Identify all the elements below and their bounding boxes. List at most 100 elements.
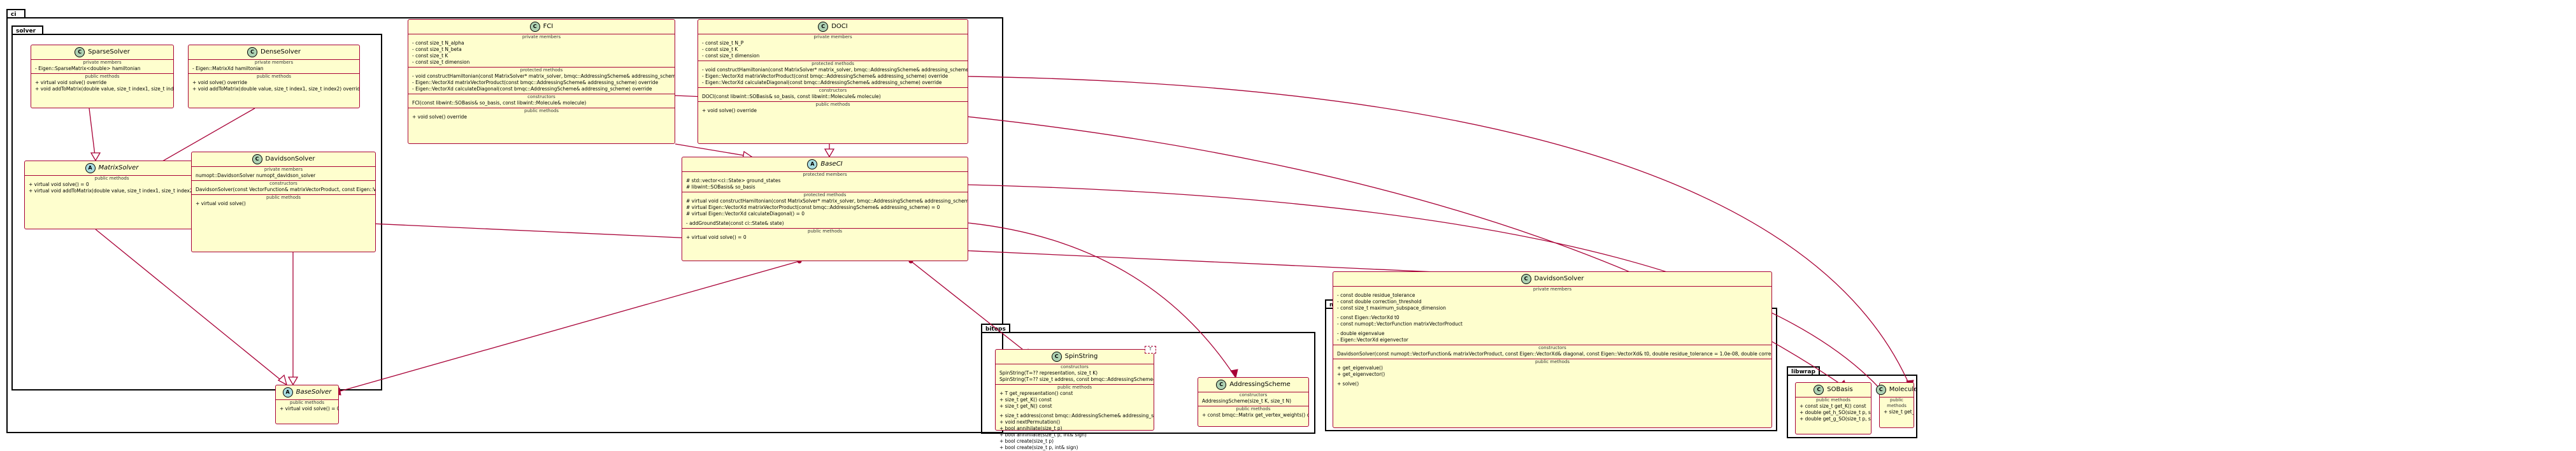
class-name: Molecule [1889, 386, 1918, 393]
section-separator: public methods [31, 73, 173, 80]
class-member: - const numopt::VectorFunction matrixVec… [1337, 321, 1463, 327]
section-separator: protected methods [682, 192, 968, 198]
class-icon: C [1875, 385, 1886, 395]
class-member: + void solve() override [702, 108, 757, 113]
class-member: + bool annihilate(size_t p) [999, 426, 1063, 431]
package-bitops [981, 332, 1315, 434]
class-member: + const size_t get_K() const [1800, 403, 1866, 409]
class-member: + size_t address(const bmqc::AddressingS… [999, 413, 1154, 419]
class-member: - double eigenvalue [1337, 331, 1385, 336]
class-member: + bool annihilate(size_t p, int& sign) [999, 432, 1087, 438]
class-member: # virtual Eigen::VectorXd calculateDiago… [686, 211, 805, 217]
class-member: SpinString(T=?? size_t address, const bm… [999, 376, 1154, 382]
class-member: + virtual void solve() = 0 [29, 182, 89, 187]
class-member: + void addToMatrix(double value, size_t … [35, 86, 173, 92]
class-icon: C [818, 22, 829, 32]
class-member: + void addToMatrix(double value, size_t … [192, 86, 359, 92]
class-member: + bool create(size_t p) [999, 438, 1054, 444]
section-separator: constructors [1061, 364, 1089, 369]
section-separator: public methods [408, 108, 675, 114]
class-member: - const size_t K [702, 47, 738, 52]
class-name: DavidsonSolver [265, 155, 315, 162]
class-icon: C [75, 47, 85, 57]
arrowhead-basesolver-a [277, 374, 288, 386]
arrowhead-baseci-b [824, 148, 835, 158]
class-member: numopt::DavidsonSolver numopt_davidson_s… [196, 173, 316, 178]
class-member: DOCI(const libwint::SOBasis& so_basis, c… [702, 94, 881, 99]
class-member: # libwint::SOBasis& so_basis [686, 184, 755, 190]
edge-baseci-to-spinstring [910, 261, 1033, 357]
class-member: - const size_t N_alpha [412, 40, 464, 46]
class-name: DenseSolver [261, 48, 301, 55]
class-name: AddressingScheme [1229, 381, 1291, 388]
section-separator: public methods [192, 194, 375, 201]
section-separator: public methods [1198, 406, 1308, 412]
class-member: + get_eigenvector() [1337, 371, 1385, 377]
section-separator: constructors [192, 180, 375, 187]
section-separator: constructors [1333, 345, 1771, 351]
edge-doci-to-molecule [968, 76, 1912, 389]
class-member: - const size_t N_beta [412, 47, 462, 52]
class-member: - const size_t N_P [702, 40, 744, 46]
class-member: + solve() [1337, 381, 1359, 387]
template-parameter: T [1145, 346, 1156, 354]
class-icon: C [1814, 385, 1824, 395]
class-member: DavidsonSolver(const numopt::VectorFunct… [1337, 351, 1771, 357]
section-separator: constructors [1239, 392, 1268, 397]
class-name: BaseSolver [296, 389, 332, 396]
class-member: - const size_t maximum_subspace_dimensio… [1337, 305, 1446, 311]
edge-baseci-to-molecule [968, 184, 1886, 396]
package-ci-tab: ci [6, 9, 25, 18]
class-icon: C [1051, 352, 1062, 362]
section-separator: protected methods [698, 61, 968, 67]
class-name: FCI [543, 23, 554, 30]
section-separator: public methods [1333, 359, 1771, 365]
section-separator: public methods [682, 228, 968, 234]
section-separator: private members [813, 34, 852, 39]
class-icon: C [529, 22, 540, 32]
class-member: - void constructHamiltonian(const Matrix… [412, 73, 675, 79]
package-libwrap-tab: libwrap [1787, 366, 1820, 375]
section-separator: public methods [698, 101, 968, 108]
class-icon: C [252, 154, 262, 164]
class-member: - const double correction_threshold [1337, 299, 1422, 304]
class-member: - Eigen::MatrixXd hamiltonian [192, 66, 264, 71]
class-member: - const size_t K [412, 53, 448, 59]
class-member: # virtual void constructHamiltonian(cons… [686, 198, 968, 204]
class-member: + size_t get_N() const [1884, 409, 1914, 415]
class-member: + get_eigenvalue() [1337, 365, 1383, 371]
section-separator: private members [254, 60, 294, 65]
arrowhead-basesolver-b [287, 376, 299, 386]
section-separator: protected members [803, 172, 847, 177]
class-member: + virtual void addToMatrix(double value,… [29, 188, 199, 194]
class-member: + T get_representation() const [999, 390, 1073, 396]
class-name: SpinString [1064, 353, 1098, 360]
abstract-class-icon: A [282, 387, 293, 397]
class-member: # virtual Eigen::VectorXd matrixVectorPr… [686, 204, 940, 210]
package-solver-tab: solver [11, 25, 43, 34]
class-icon: C [247, 47, 257, 57]
class-member: + void nextPermutation() [999, 419, 1061, 425]
class-name: DOCI [831, 23, 848, 30]
class-member: + double get_g_SO(size_t p, size_t q, si… [1800, 416, 1871, 422]
class-member: - Eigen::SparseMatrix<double> hamiltonia… [35, 66, 141, 71]
class-member: - const size_t dimension [702, 53, 760, 59]
class-member: - void constructHamiltonian(const Matrix… [702, 67, 968, 73]
section-separator: public methods [94, 176, 129, 181]
arrowhead-matrixsolver-a [90, 152, 101, 162]
class-member: + virtual void solve() = 0 [280, 406, 338, 412]
edge-fci-to-baseci [675, 143, 752, 157]
